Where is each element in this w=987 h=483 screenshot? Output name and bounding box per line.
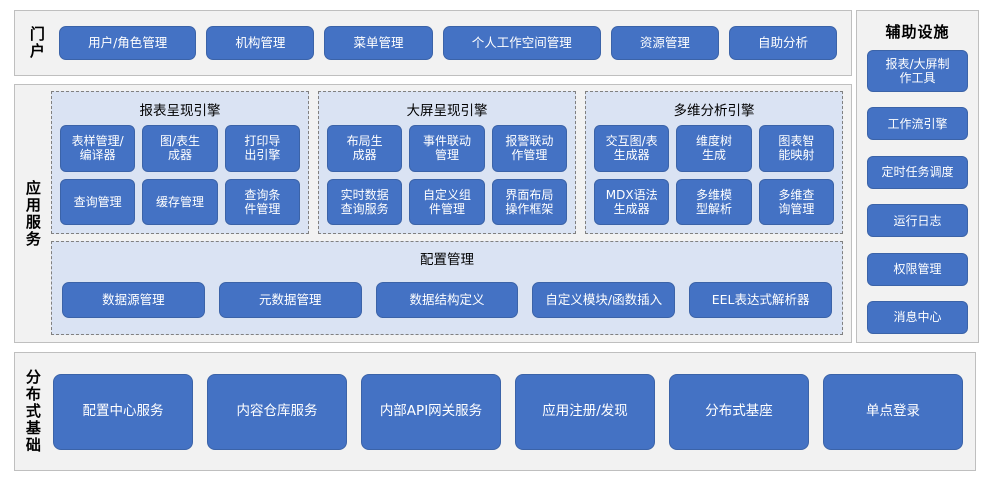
aux-item-message-center[interactable]: 消息中心 bbox=[867, 300, 968, 334]
engine-item-print-export-engine[interactable]: 打印导 出引擎 bbox=[224, 125, 300, 172]
engine-item-event-linkage-management[interactable]: 事件联动 管理 bbox=[409, 125, 485, 172]
engine-item-chart-smart-mapping[interactable]: 图表智 能映射 bbox=[758, 125, 834, 172]
engine-large-screen-presentation-items: 布局生 成器 事件联动 管理 报警联动 作管理 实时数据 查询服务 自定义组 件… bbox=[327, 125, 567, 225]
portal-item-user-role-management[interactable]: 用户/角色管理 bbox=[59, 26, 197, 60]
engine-item-custom-component-management[interactable]: 自定义组 件管理 bbox=[409, 178, 485, 225]
top-row: 门户 用户/角色管理 机构管理 菜单管理 个人工作空间管理 资源管理 自助分析 bbox=[14, 10, 979, 76]
distributed-item-content-repository-service[interactable]: 内容仓库服务 bbox=[207, 373, 347, 450]
portal-item-self-service-analysis[interactable]: 自助分析 bbox=[728, 26, 838, 60]
config-item-data-source-management[interactable]: 数据源管理 bbox=[62, 282, 205, 318]
engine-multidimensional-analysis: 多维分析引擎 交互图/表 生成器 维度树 生成 图表智 能映射 MDX语法 生成… bbox=[585, 91, 843, 234]
engine-large-screen-presentation: 大屏呈现引擎 布局生 成器 事件联动 管理 报警联动 作管理 实时数据 查询服务… bbox=[318, 91, 576, 234]
engine-report-presentation-items: 表样管理/ 编译器 图/表生 成器 打印导 出引擎 查询管理 缓存管理 查询条 … bbox=[60, 125, 300, 225]
engine-item-query-condition-management[interactable]: 查询条 件管理 bbox=[224, 178, 300, 225]
config-item-metadata-management[interactable]: 元数据管理 bbox=[218, 282, 362, 318]
auxiliary-items: 报表/大屏制 作工具 工作流引擎 定时任务调度 运行日志 权限管理 消息中心 bbox=[867, 50, 968, 334]
configuration-management-items: 数据源管理 元数据管理 数据结构定义 自定义模块/函数插入 EEL表达式解析器 bbox=[62, 274, 832, 326]
portal-item-org-management[interactable]: 机构管理 bbox=[206, 26, 315, 60]
engine-item-ui-layout-operation-framework[interactable]: 界面布局 操作框架 bbox=[491, 178, 567, 225]
aux-item-runtime-log[interactable]: 运行日志 bbox=[867, 204, 968, 238]
distributed-item-internal-api-gateway-service[interactable]: 内部API网关服务 bbox=[361, 373, 501, 450]
distributed-item-config-center-service[interactable]: 配置中心服务 bbox=[53, 373, 193, 450]
distributed-item-application-registration-discovery[interactable]: 应用注册/发现 bbox=[515, 373, 655, 450]
engine-large-screen-presentation-title: 大屏呈现引擎 bbox=[406, 103, 488, 119]
engine-item-alarm-linkage-action-management[interactable]: 报警联动 作管理 bbox=[491, 125, 567, 172]
engine-item-cache-management[interactable]: 缓存管理 bbox=[142, 178, 218, 225]
application-services-section: 应用服务 报表呈现引擎 表样管理/ 编译器 图/表生 成器 打印导 出引擎 查询… bbox=[14, 84, 852, 343]
aux-item-permission-management[interactable]: 权限管理 bbox=[867, 252, 968, 286]
configuration-management-title: 配置管理 bbox=[420, 252, 474, 268]
application-services-body: 报表呈现引擎 表样管理/ 编译器 图/表生 成器 打印导 出引擎 查询管理 缓存… bbox=[49, 85, 851, 342]
aux-item-scheduled-task-scheduling[interactable]: 定时任务调度 bbox=[867, 155, 968, 189]
aux-item-workflow-engine[interactable]: 工作流引擎 bbox=[867, 107, 968, 141]
auxiliary-section: 辅助设施 报表/大屏制 作工具 工作流引擎 定时任务调度 运行日志 权限管理 消… bbox=[856, 10, 979, 343]
engine-item-layout-generator[interactable]: 布局生 成器 bbox=[327, 125, 403, 172]
portal-items: 用户/角色管理 机构管理 菜单管理 个人工作空间管理 资源管理 自助分析 bbox=[53, 26, 843, 60]
distributed-foundation-section-label: 分布式基础 bbox=[23, 369, 42, 454]
distributed-foundation-items: 配置中心服务 内容仓库服务 内部API网关服务 应用注册/发现 分布式基座 单点… bbox=[49, 353, 975, 470]
engine-report-presentation-title: 报表呈现引擎 bbox=[139, 103, 221, 119]
portal-item-resource-management[interactable]: 资源管理 bbox=[610, 26, 719, 60]
config-item-custom-module-function-insertion[interactable]: 自定义模块/函数插入 bbox=[532, 282, 676, 318]
config-item-eel-expression-parser[interactable]: EEL表达式解析器 bbox=[689, 282, 832, 318]
aux-item-report-dashboard-authoring-tool[interactable]: 报表/大屏制 作工具 bbox=[867, 50, 968, 92]
engine-multidimensional-analysis-items: 交互图/表 生成器 维度树 生成 图表智 能映射 MDX语法 生成器 多维模 型… bbox=[594, 125, 834, 225]
distributed-item-distributed-base[interactable]: 分布式基座 bbox=[669, 373, 809, 450]
distributed-item-single-sign-on[interactable]: 单点登录 bbox=[823, 373, 963, 450]
engine-report-presentation: 报表呈现引擎 表样管理/ 编译器 图/表生 成器 打印导 出引擎 查询管理 缓存… bbox=[51, 91, 309, 234]
distributed-foundation-section: 分布式基础 配置中心服务 内容仓库服务 内部API网关服务 应用注册/发现 分布… bbox=[14, 352, 976, 471]
config-item-data-structure-definition[interactable]: 数据结构定义 bbox=[375, 282, 519, 318]
engine-item-mdx-syntax-generator[interactable]: MDX语法 生成器 bbox=[594, 178, 670, 225]
engine-item-dimension-tree-generation[interactable]: 维度树 生成 bbox=[676, 125, 752, 172]
portal-section-label: 门户 bbox=[27, 26, 46, 60]
portal-item-menu-management[interactable]: 菜单管理 bbox=[324, 26, 433, 60]
application-services-section-label: 应用服务 bbox=[23, 179, 42, 248]
engine-item-chart-table-generator[interactable]: 图/表生 成器 bbox=[142, 125, 218, 172]
portal-section: 门户 用户/角色管理 机构管理 菜单管理 个人工作空间管理 资源管理 自助分析 bbox=[14, 10, 852, 76]
engine-multidimensional-analysis-title: 多维分析引擎 bbox=[673, 103, 755, 119]
configuration-management-group: 配置管理 数据源管理 元数据管理 数据结构定义 自定义模块/函数插入 EEL表达… bbox=[51, 241, 843, 335]
auxiliary-section-title: 辅助设施 bbox=[885, 23, 950, 41]
engine-item-realtime-data-query-service[interactable]: 实时数据 查询服务 bbox=[327, 178, 403, 225]
engine-item-interactive-chart-table-generator[interactable]: 交互图/表 生成器 bbox=[594, 125, 670, 172]
engines-row: 报表呈现引擎 表样管理/ 编译器 图/表生 成器 打印导 出引擎 查询管理 缓存… bbox=[51, 91, 843, 234]
portal-item-personal-workspace-management[interactable]: 个人工作空间管理 bbox=[442, 26, 601, 60]
engine-item-report-template-management-compiler[interactable]: 表样管理/ 编译器 bbox=[60, 125, 136, 172]
engine-item-multidimensional-model-parsing[interactable]: 多维模 型解析 bbox=[676, 178, 752, 225]
engine-item-multidimensional-query-management[interactable]: 多维查 询管理 bbox=[758, 178, 834, 225]
engine-item-query-management[interactable]: 查询管理 bbox=[60, 178, 136, 225]
